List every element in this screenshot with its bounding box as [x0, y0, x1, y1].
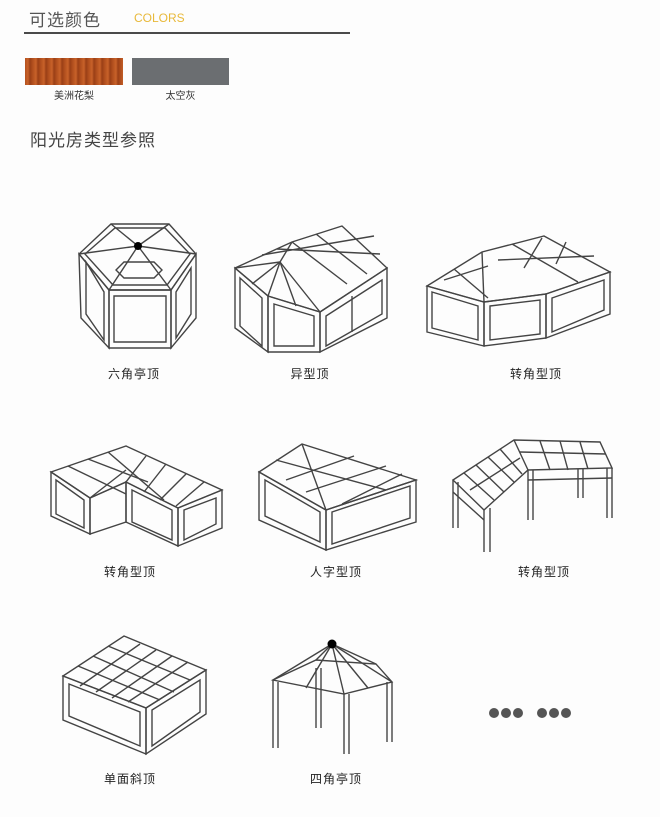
caption-gable-roof: 人字型顶	[309, 565, 362, 579]
figure-gable-roof	[256, 443, 419, 552]
figure-corner-roof-1	[424, 228, 614, 348]
swatch-rosewood[interactable]	[25, 58, 123, 85]
header-divider	[24, 32, 350, 34]
caption-single-slope-roof: 单面斜顶	[103, 772, 156, 786]
colors-header: 可选颜色 COLORS	[24, 4, 350, 34]
figure-corner-roof-2	[48, 445, 224, 550]
header-subtitle: COLORS	[134, 11, 185, 25]
figure-irregular-roof	[232, 222, 392, 357]
caption-corner-roof-3: 转角型顶	[517, 565, 570, 579]
figure-four-corner-pavilion-roof	[270, 638, 396, 756]
header-title: 可选颜色	[29, 11, 101, 31]
section-title: 阳光房类型参照	[30, 131, 156, 151]
caption-corner-roof-2: 转角型顶	[103, 565, 156, 579]
figure-single-slope-roof	[60, 635, 210, 756]
more-dots-icon	[488, 705, 578, 724]
caption-irregular-roof: 异型顶	[290, 367, 330, 381]
caption-hexagonal-pavilion-roof: 六角亭顶	[107, 367, 160, 381]
figure-corner-roof-3	[450, 439, 616, 556]
caption-corner-roof-1: 转角型顶	[509, 367, 562, 381]
swatch-space-gray[interactable]	[132, 58, 229, 85]
swatch-label-rosewood: 美洲花梨	[54, 91, 94, 102]
caption-four-corner-pavilion-roof: 四角亭顶	[309, 772, 362, 786]
figure-hexagonal-pavilion-roof	[76, 218, 201, 358]
swatch-label-space-gray: 太空灰	[165, 91, 196, 102]
